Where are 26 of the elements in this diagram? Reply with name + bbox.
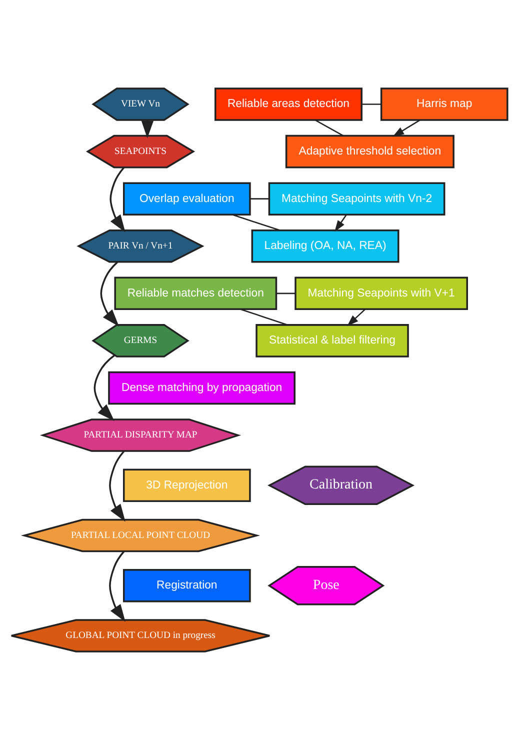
connector [250, 198, 269, 200]
node-box: Reliable areas detection [214, 88, 362, 121]
node-box: Labeling (OA, NA, REA) [251, 230, 400, 263]
arrow [109, 550, 126, 622]
node-box: 3D Reprojection [122, 468, 251, 502]
connector [240, 308, 288, 326]
node-box: Harris map [380, 88, 508, 121]
arrow [392, 120, 420, 137]
node-box: Matching Seapoints with Vn-2 [268, 182, 446, 216]
connector [314, 119, 344, 136]
arrow [334, 214, 348, 232]
node-box: Dense matching by propagation [108, 371, 296, 405]
arrow [347, 308, 366, 326]
node-box: Reliable matches detection [114, 276, 278, 310]
arrow [100, 262, 120, 327]
node-box: Matching Seapoints with V+1 [294, 276, 468, 310]
node-box: Statistical & label filtering [256, 324, 409, 358]
node-box: Overlap evaluation [122, 182, 251, 216]
connector [362, 104, 382, 105]
arrow [109, 450, 126, 522]
connector [276, 292, 296, 294]
arrow [94, 354, 116, 422]
arrow [110, 166, 126, 232]
node-box: Adaptive threshold selection [285, 134, 454, 168]
connector [232, 214, 280, 231]
node-box: Registration [122, 568, 251, 602]
